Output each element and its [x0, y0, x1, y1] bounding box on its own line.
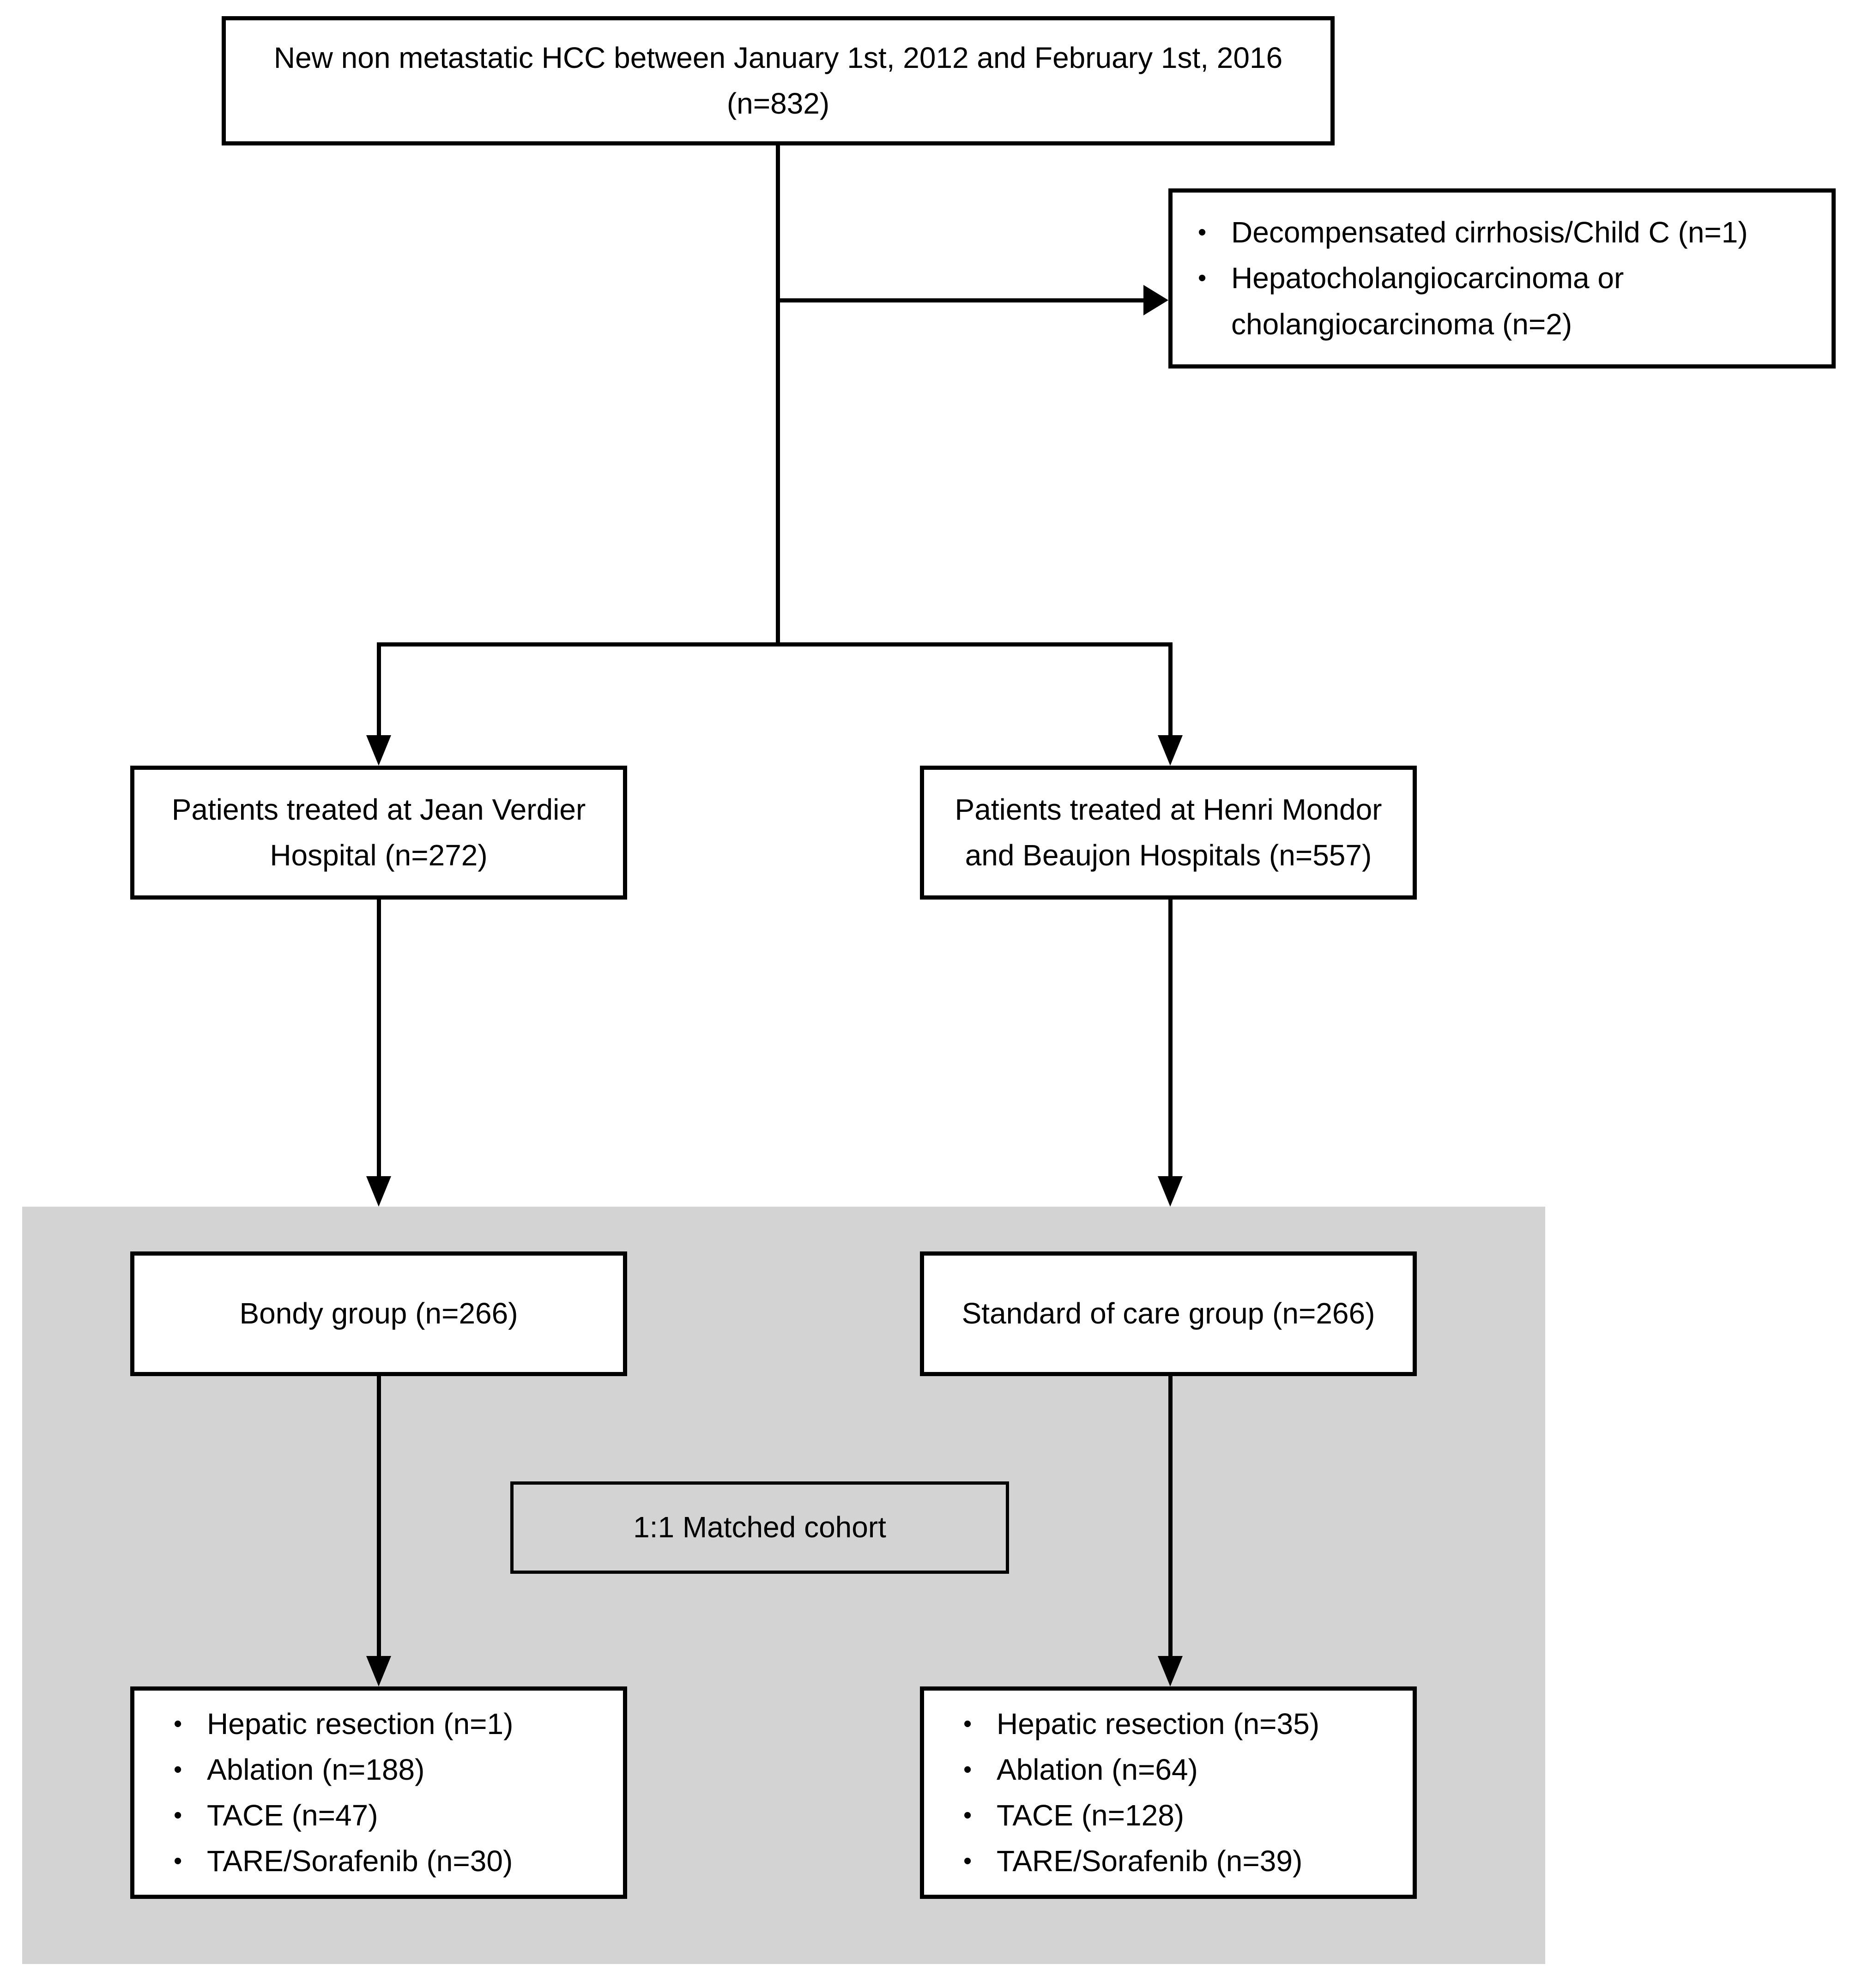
arrowhead-down-icon — [366, 735, 391, 766]
bullet-icon: • — [174, 1802, 182, 1829]
connector-split-to-right-hospital — [1168, 642, 1173, 735]
node-bondy-group: Bondy group (n=266) — [130, 1251, 627, 1376]
bullet-icon: • — [963, 1848, 972, 1875]
treatment-item-label: Ablation (n=64) — [997, 1752, 1198, 1786]
connector-right-hospital-to-standard — [1168, 898, 1173, 1176]
node-standard-treatments: • Hepatic resection (n=35) • Ablation (n… — [920, 1686, 1417, 1899]
arrowhead-down-icon — [366, 1176, 391, 1207]
treatment-item: • Hepatic resection (n=35) — [963, 1701, 1399, 1747]
treatment-item: • TACE (n=47) — [174, 1793, 609, 1838]
node-jean-verdier-line1: Patients treated at Jean Verdier — [171, 792, 586, 826]
bullet-icon: • — [174, 1848, 182, 1875]
connector-split-to-left-hospital — [377, 642, 381, 735]
treatment-item: • Ablation (n=64) — [963, 1747, 1399, 1793]
arrowhead-down-icon — [366, 1656, 391, 1686]
bullet-icon: • — [963, 1802, 972, 1829]
arrowhead-right-icon — [1143, 285, 1168, 315]
node-standard-group: Standard of care group (n=266) — [920, 1251, 1417, 1376]
node-new-hcc-count: (n=832) — [726, 87, 830, 120]
connector-top-to-split — [776, 143, 780, 647]
treatment-item: • Ablation (n=188) — [174, 1747, 609, 1793]
node-exclusions: • Decompensated cirrhosis/Child C (n=1) … — [1168, 188, 1836, 369]
connector-left-hospital-to-bondy — [377, 898, 381, 1176]
node-jean-verdier: Patients treated at Jean Verdier Hospita… — [130, 766, 627, 900]
bullet-icon: • — [1198, 265, 1207, 292]
treatment-item-label: Hepatic resection (n=1) — [207, 1707, 514, 1740]
treatment-item-label: Ablation (n=188) — [207, 1752, 425, 1786]
node-henri-mondor-line1: Patients treated at Henri Mondor — [955, 792, 1382, 826]
node-jean-verdier-line2: Hospital (n=272) — [270, 839, 488, 872]
node-new-hcc-line1: New non metastatic HCC between January 1… — [273, 41, 1283, 74]
treatment-item-label: TACE (n=47) — [207, 1799, 378, 1832]
connector-to-exclusions — [776, 298, 1144, 302]
treatment-item-label: TARE/Sorafenib (n=39) — [997, 1844, 1303, 1878]
exclusion-item: • Decompensated cirrhosis/Child C (n=1) — [1198, 210, 1818, 255]
node-henri-mondor: Patients treated at Henri Mondor and Bea… — [920, 766, 1417, 900]
arrowhead-down-icon — [1158, 1656, 1183, 1686]
node-bondy-treatments: • Hepatic resection (n=1) • Ablation (n=… — [130, 1686, 627, 1899]
connector-bondy-to-treatments — [377, 1374, 381, 1656]
bullet-icon: • — [174, 1756, 182, 1783]
node-matched-cohort-label: 1:1 Matched cohort — [633, 1511, 886, 1544]
treatment-item: • Hepatic resection (n=1) — [174, 1701, 609, 1747]
exclusion-item: • Hepatocholangiocarcinoma or cholangioc… — [1198, 255, 1818, 347]
bullet-icon: • — [963, 1710, 972, 1737]
node-new-hcc: New non metastatic HCC between January 1… — [222, 16, 1335, 145]
connector-standard-to-treatments — [1168, 1374, 1173, 1656]
connector-split-horizontal — [377, 642, 1173, 647]
bullet-icon: • — [174, 1710, 182, 1737]
bullet-icon: • — [963, 1756, 972, 1783]
exclusion-item-label: Decompensated cirrhosis/Child C (n=1) — [1231, 216, 1748, 249]
treatment-item-label: TARE/Sorafenib (n=30) — [207, 1844, 513, 1878]
treatment-item-label: TACE (n=128) — [997, 1799, 1185, 1832]
node-bondy-group-label: Bondy group (n=266) — [239, 1297, 518, 1330]
treatment-item: • TACE (n=128) — [963, 1793, 1399, 1838]
arrowhead-down-icon — [1158, 735, 1183, 766]
bullet-icon: • — [1198, 219, 1207, 246]
node-standard-group-label: Standard of care group (n=266) — [961, 1297, 1375, 1330]
arrowhead-down-icon — [1158, 1176, 1183, 1207]
node-matched-cohort: 1:1 Matched cohort — [510, 1481, 1009, 1574]
treatment-item-label: Hepatic resection (n=35) — [997, 1707, 1320, 1740]
node-henri-mondor-line2: and Beaujon Hospitals (n=557) — [965, 839, 1372, 872]
treatment-item: • TARE/Sorafenib (n=39) — [963, 1838, 1399, 1884]
treatment-item: • TARE/Sorafenib (n=30) — [174, 1838, 609, 1884]
exclusion-item-label: Hepatocholangiocarcinoma or cholangiocar… — [1231, 261, 1624, 341]
